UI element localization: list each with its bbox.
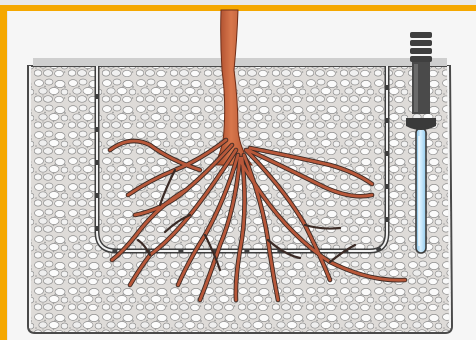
water-tube — [416, 128, 426, 253]
